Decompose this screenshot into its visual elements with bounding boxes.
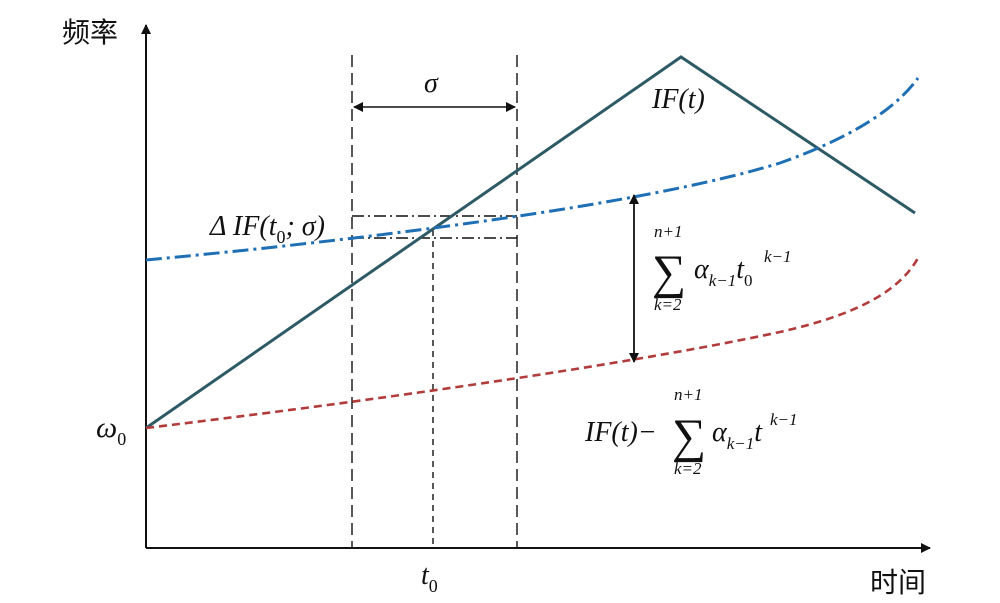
sum-term: αk−1t0 bbox=[694, 254, 753, 290]
delta-if-label: Δ IF(t0; σ) bbox=[209, 211, 325, 247]
residual-term: αk−1t bbox=[712, 417, 763, 453]
axes bbox=[141, 24, 931, 553]
instantaneous-frequency-line bbox=[145, 55, 916, 430]
t0-label: t0 bbox=[421, 560, 438, 596]
polynomial-phase-curve bbox=[145, 77, 920, 262]
residual-prefix: IF(t)− bbox=[584, 417, 657, 448]
x-axis-label: 时间 bbox=[870, 566, 926, 599]
sum-term-exponent: k−1 bbox=[764, 247, 792, 266]
residual-curve bbox=[145, 257, 920, 430]
sum-upper-limit: n+1 bbox=[654, 222, 682, 241]
sum-lower-limit: k=2 bbox=[654, 295, 682, 314]
residual-term-exponent: k−1 bbox=[770, 410, 798, 429]
omega-label: ω0 bbox=[96, 411, 126, 449]
sigma-label: σ bbox=[424, 68, 439, 99]
residual-sum-symbol: ∑ bbox=[672, 410, 706, 463]
sum-symbol: ∑ bbox=[652, 246, 686, 299]
sum-offset-expression: n+1 ∑ k=2 αk−1t0 k−1 bbox=[652, 222, 792, 314]
if-line-label: IF(t) bbox=[651, 84, 705, 115]
y-axis-label: 频率 bbox=[62, 16, 118, 49]
residual-sum-upper-limit: n+1 bbox=[674, 385, 702, 404]
residual-expression: IF(t)− n+1 ∑ k=2 αk−1t k−1 bbox=[584, 385, 798, 478]
residual-sum-lower-limit: k=2 bbox=[674, 459, 702, 478]
